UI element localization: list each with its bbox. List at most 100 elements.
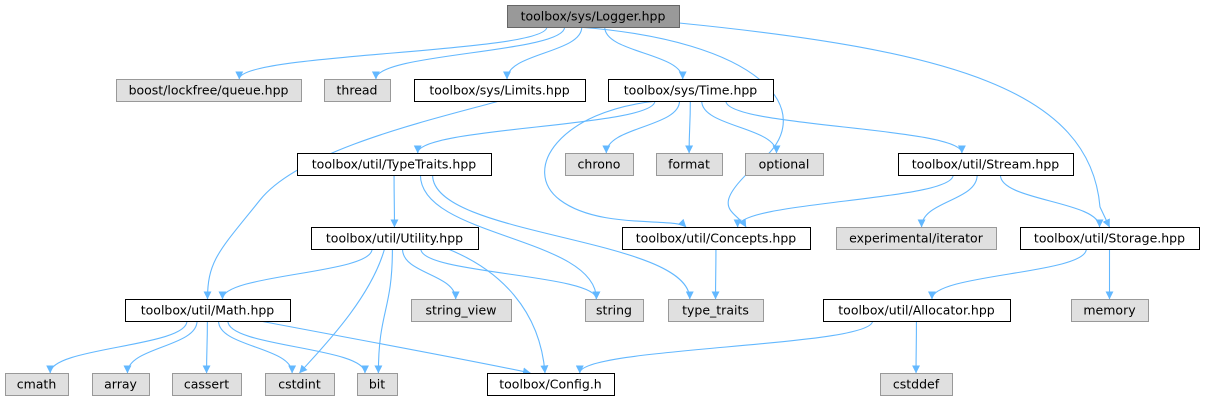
edge-utility-to-math (218, 248, 373, 300)
node-typetraits_h[interactable]: toolbox/util/TypeTraits.hpp (297, 153, 492, 176)
edge-line (401, 248, 460, 300)
edge-time-to-chrono (602, 100, 681, 154)
node-box (5, 373, 69, 396)
edge-line (544, 100, 687, 228)
node-thread: thread (324, 79, 391, 102)
node-box (116, 79, 302, 102)
node-box (656, 153, 723, 176)
node-box (836, 227, 997, 250)
node-box (324, 79, 391, 102)
node-label: format (668, 157, 710, 172)
node-box (297, 153, 492, 176)
node-memory: memory (1071, 299, 1149, 322)
node-box (565, 153, 634, 176)
node-label: toolbox/util/Utility.hpp (326, 231, 463, 246)
edge-line (685, 100, 694, 154)
edge-utility-to-bit (374, 248, 393, 374)
node-expiter: experimental/iterator (836, 227, 997, 250)
edge-line (202, 320, 211, 374)
node-box (745, 153, 824, 176)
node-utility[interactable]: toolbox/util/Utility.hpp (311, 227, 479, 250)
node-concepts[interactable]: toolbox/util/Concepts.hpp (622, 227, 811, 250)
edge-line (419, 174, 601, 300)
edge-logger-to-concepts (576, 26, 784, 228)
edge-utility-to-string_view (401, 248, 460, 300)
edge-line (576, 26, 784, 228)
node-label: cmath (17, 377, 57, 392)
edge-logger-to-storage (678, 22, 1110, 228)
edge-line (575, 320, 874, 374)
edges-layer (46, 22, 1114, 376)
node-label: toolbox/util/Storage.hpp (1034, 231, 1185, 246)
node-logger[interactable]: toolbox/sys/Logger.hpp (507, 5, 680, 28)
node-label: type_traits (682, 303, 749, 318)
edge-storage-to-allocator (927, 248, 1087, 300)
node-box (92, 373, 150, 396)
edge-line (374, 248, 393, 374)
edge-typetraits_h-to-type_traits (432, 174, 694, 300)
node-format: format (656, 153, 723, 176)
node-cstddef: cstddef (880, 373, 953, 396)
edge-line (432, 174, 694, 300)
node-config[interactable]: toolbox/Config.h (487, 373, 615, 396)
node-label: array (104, 377, 137, 392)
nodes-layer: toolbox/sys/Logger.hpp boost/lockfree/que… (5, 5, 1200, 396)
edge-stream-to-expiter (917, 174, 978, 228)
edge-line (413, 100, 656, 154)
node-label: thread (337, 83, 378, 98)
edge-logger-to-time (604, 26, 687, 80)
node-label: cstddef (893, 377, 940, 392)
node-optional: optional (745, 153, 824, 176)
edge-math-to-cmath (46, 320, 188, 374)
edge-line (371, 26, 566, 80)
node-label: boost/lockfree/queue.hpp (129, 83, 289, 98)
node-box (880, 373, 953, 396)
node-label: cassert (184, 377, 229, 392)
node-label: cstdint (278, 377, 321, 392)
node-array: array (92, 373, 150, 396)
edge-math-to-config (259, 320, 531, 376)
node-cassert: cassert (172, 373, 242, 396)
node-limits[interactable]: toolbox/sys/Limits.hpp (414, 79, 586, 102)
edge-line (46, 320, 188, 374)
node-time[interactable]: toolbox/sys/Time.hpp (608, 79, 774, 102)
node-label: string (596, 303, 632, 318)
edge-logger-to-limits (503, 26, 583, 80)
edge-logger-to-lockfree (235, 26, 548, 80)
node-box (507, 5, 680, 28)
node-box (311, 227, 479, 250)
node-cmath: cmath (5, 373, 69, 396)
edge-typetraits_h-to-string (419, 174, 601, 300)
edge-line (503, 26, 583, 80)
node-label: toolbox/util/TypeTraits.hpp (312, 157, 476, 172)
node-box (823, 299, 1011, 322)
node-label: optional (759, 157, 810, 172)
edge-line (203, 100, 500, 300)
edge-line (999, 174, 1104, 228)
edge-limits-to-math (203, 100, 500, 300)
node-allocator[interactable]: toolbox/util/Allocator.hpp (823, 299, 1011, 322)
edge-line (447, 248, 549, 374)
edge-line (235, 26, 548, 80)
edge-line (725, 100, 966, 154)
node-stream[interactable]: toolbox/util/Stream.hpp (898, 153, 1074, 176)
node-label: chrono (578, 157, 621, 172)
node-label: toolbox/util/Math.hpp (141, 303, 275, 318)
node-label: toolbox/sys/Limits.hpp (429, 83, 569, 98)
node-chrono: chrono (565, 153, 634, 176)
edge-line (299, 248, 386, 374)
node-storage[interactable]: toolbox/util/Storage.hpp (1020, 227, 1200, 250)
node-box (898, 153, 1074, 176)
node-label: memory (1083, 303, 1136, 318)
node-math[interactable]: toolbox/util/Math.hpp (125, 299, 291, 322)
node-box (608, 79, 774, 102)
edge-stream-to-storage (999, 174, 1104, 228)
edge-math-to-bit (227, 320, 369, 374)
node-box (265, 373, 335, 396)
node-box (585, 299, 644, 322)
edge-line (259, 320, 531, 376)
node-string: string (585, 299, 644, 322)
node-box (1071, 299, 1149, 322)
edge-line (227, 320, 369, 374)
